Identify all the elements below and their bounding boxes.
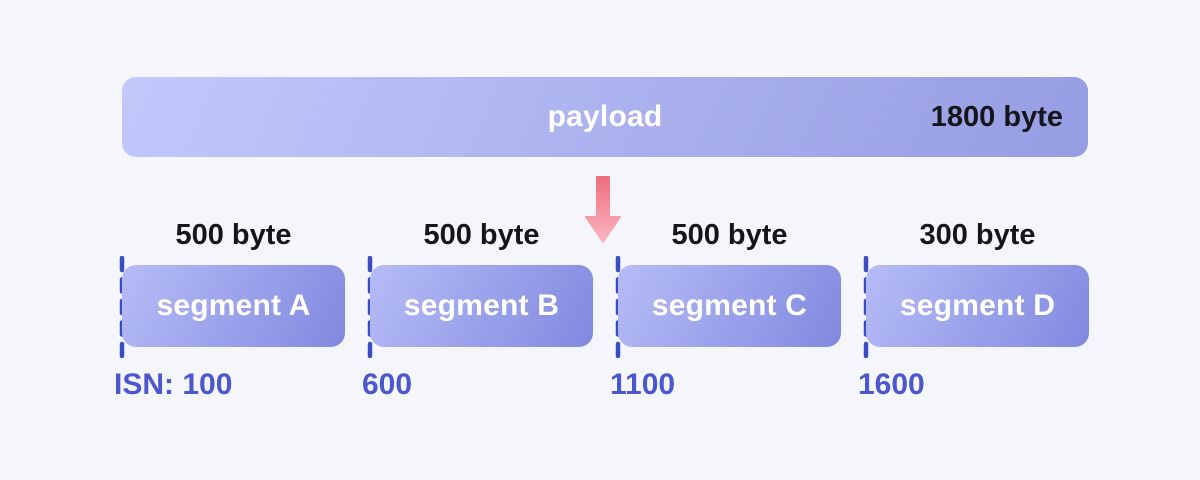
segment-isn-label: 1100 xyxy=(610,368,676,401)
segment-box: segment B xyxy=(370,265,593,347)
segment-label: segment B xyxy=(403,289,560,322)
segment-group-b: 500 byte segment B 600 xyxy=(362,219,593,401)
segment-box: segment C xyxy=(618,265,841,347)
segment-isn-label: ISN: 100 xyxy=(114,368,233,401)
segment-isn-label: 1600 xyxy=(858,368,925,401)
segment-isn-label: 600 xyxy=(362,368,413,401)
segment-box: segment D xyxy=(866,265,1089,347)
segment-group-a: 500 byte segment A ISN: 100 xyxy=(114,219,345,401)
payload-bar: payload 1800 byte xyxy=(122,77,1088,157)
segment-label: segment A xyxy=(156,289,311,322)
segment-size-label: 500 byte xyxy=(175,219,292,251)
segment-box: segment A xyxy=(122,265,345,347)
segment-group-c: 500 byte segment C 1100 xyxy=(610,219,841,401)
split-down-arrow-icon xyxy=(585,176,621,243)
payload-label: payload xyxy=(547,100,663,133)
segment-size-label: 500 byte xyxy=(671,219,788,251)
payload-size-label: 1800 byte xyxy=(930,100,1063,133)
segment-label: segment C xyxy=(651,289,808,322)
segment-size-label: 300 byte xyxy=(919,219,1036,251)
segment-group-d: 300 byte segment D 1600 xyxy=(858,219,1089,401)
segment-label: segment D xyxy=(899,289,1056,322)
segment-size-label: 500 byte xyxy=(423,219,540,251)
